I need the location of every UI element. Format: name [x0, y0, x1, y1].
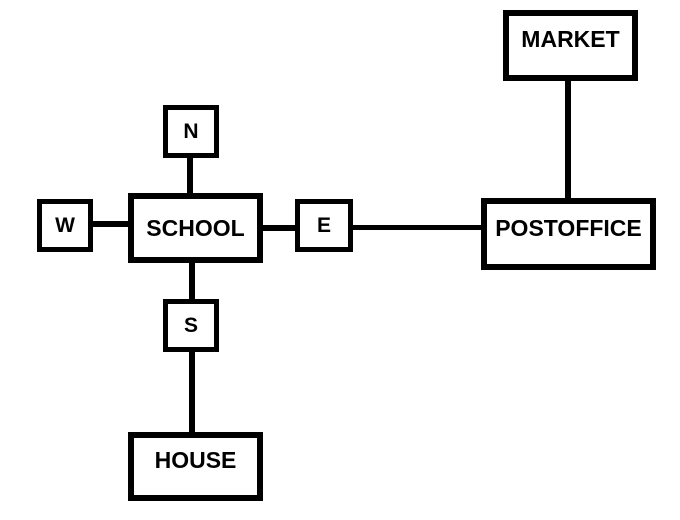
edge-school-south [189, 261, 195, 301]
node-school: SCHOOL [128, 193, 263, 263]
direction-west-label: W [55, 213, 75, 237]
direction-east-label: E [316, 213, 331, 237]
node-direction-west: W [37, 199, 93, 252]
node-direction-south: S [163, 299, 219, 352]
node-postoffice-label: POSTOFFICE [495, 214, 642, 241]
node-house: HOUSE [128, 432, 263, 501]
node-market: MARKET [503, 10, 638, 81]
edge-south-house [189, 350, 195, 434]
node-direction-north: N [163, 105, 219, 158]
edge-west-school [91, 221, 130, 227]
edge-north-school [187, 156, 193, 195]
edge-school-east [261, 225, 297, 231]
node-direction-east: E [295, 199, 353, 252]
edge-market-postoffice [565, 79, 571, 200]
node-school-label: SCHOOL [146, 214, 245, 241]
node-market-label: MARKET [521, 26, 620, 52]
node-house-label: HOUSE [154, 447, 237, 473]
direction-south-label: S [183, 313, 198, 337]
edge-east-postoffice [351, 225, 483, 230]
direction-north-label: N [183, 119, 199, 143]
node-postoffice: POSTOFFICE [481, 198, 656, 270]
